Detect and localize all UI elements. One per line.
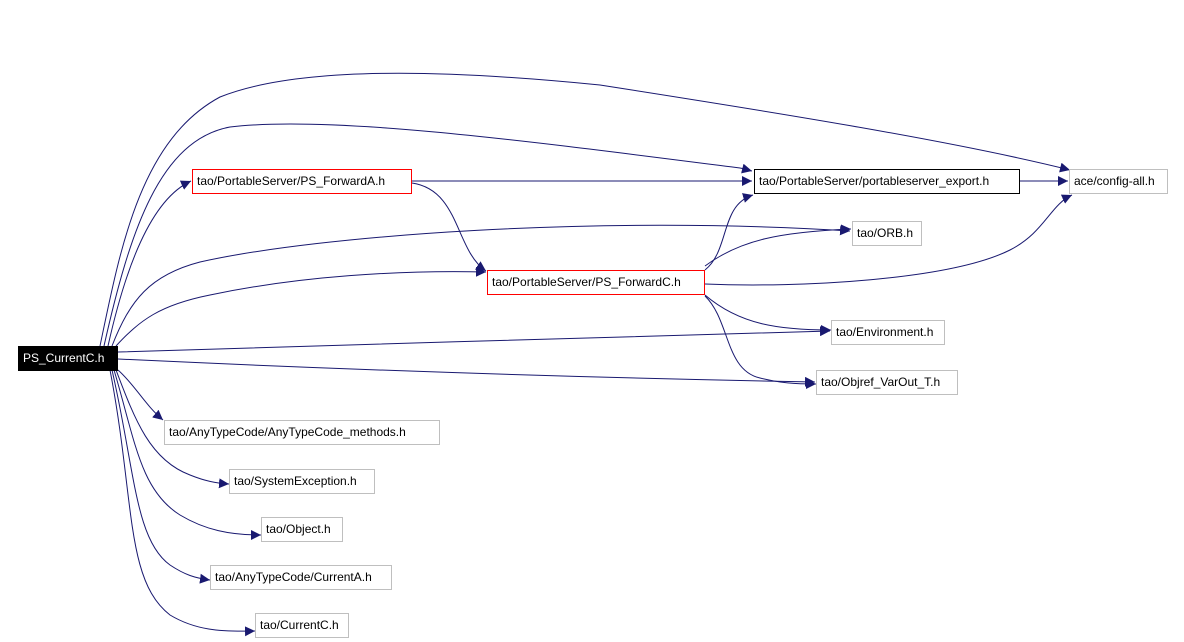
edge-forward-a-to-forward-c [411, 182, 487, 272]
node-config-all[interactable]: ace/config-all.h [1069, 169, 1168, 194]
node-objref-varout[interactable]: tao/Objref_VarOut_T.h [816, 370, 958, 395]
edge-current-to-forward-c [115, 266, 487, 347]
edge-current-to-anytypecode [117, 369, 164, 421]
node-environment[interactable]: tao/Environment.h [831, 320, 945, 345]
node-object[interactable]: tao/Object.h [261, 517, 343, 542]
node-current-a[interactable]: tao/AnyTypeCode/CurrentA.h [210, 565, 392, 590]
edge-current-to-object [113, 369, 262, 540]
edge-forward-c-to-objref [704, 295, 817, 389]
node-anytypecode-methods[interactable]: tao/AnyTypeCode/AnyTypeCode_methods.h [164, 420, 440, 445]
edge-current-to-config-all [99, 72, 1071, 347]
node-orb[interactable]: tao/ORB.h [852, 221, 922, 246]
edge-current-to-current-a [111, 369, 211, 584]
node-system-exception[interactable]: tao/SystemException.h [229, 469, 375, 494]
node-portableserver-export[interactable]: tao/PortableServer/portableserver_export… [754, 169, 1020, 194]
edge-current-to-environment [117, 326, 831, 353]
node-ps-forward-c[interactable]: tao/PortableServer/PS_ForwardC.h [487, 270, 705, 295]
edge-current-to-export [103, 123, 753, 347]
node-ps-current-c[interactable]: PS_CurrentC.h [18, 346, 118, 371]
edge-forward-c-to-config-all [704, 194, 1073, 286]
edge-forward-c-to-export [704, 193, 754, 271]
edge-forward-c-to-orb [704, 224, 852, 267]
edge-current-to-objref [117, 358, 816, 387]
edge-current-to-forward-a [107, 180, 192, 347]
edge-current-to-system-exception [115, 369, 230, 489]
node-ps-forward-a[interactable]: tao/PortableServer/PS_ForwardA.h [192, 169, 412, 194]
edge-current-to-current-c [109, 369, 256, 637]
node-current-c[interactable]: tao/CurrentC.h [255, 613, 349, 638]
edge-forward-c-to-environment [704, 294, 832, 335]
edge-current-to-orb [111, 224, 851, 347]
